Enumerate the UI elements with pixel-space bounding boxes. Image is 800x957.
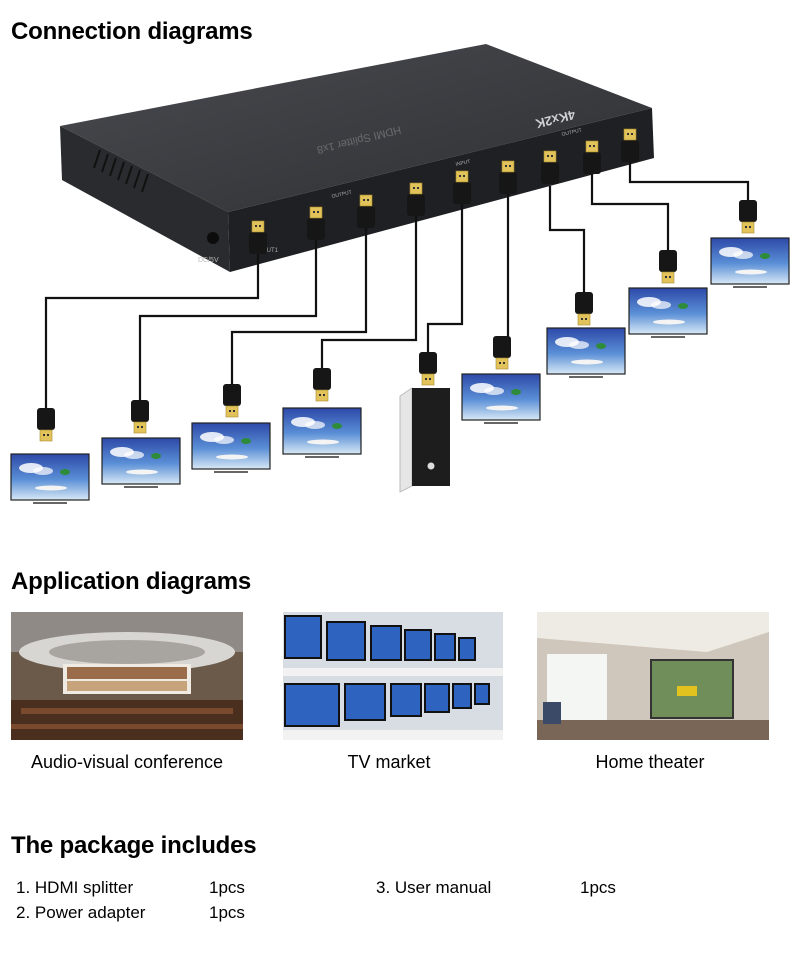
caption-conference: Audio-visual conference bbox=[30, 752, 224, 772]
output-group-label-left: OUTPUT bbox=[331, 189, 352, 199]
connection-diagrams-heading: Connection diagrams bbox=[11, 18, 253, 45]
application-diagrams-heading: Application diagrams bbox=[11, 568, 252, 595]
package-item-qty: 1pcs bbox=[580, 878, 616, 897]
tv-market-image bbox=[283, 612, 503, 740]
tv-display-4 bbox=[282, 407, 362, 459]
tv-display-1 bbox=[10, 453, 90, 505]
tv-display-5 bbox=[461, 373, 541, 425]
port-label: OUT1 bbox=[262, 248, 279, 254]
package-item-qty: 1pcs bbox=[209, 903, 245, 922]
hdmi-splitter-device: DC/5V 4Kx2K HDMI Splitter 1x8 OUTPUT INP… bbox=[60, 44, 654, 272]
caption-tv-market: TV market bbox=[347, 752, 431, 772]
tv-display-3 bbox=[191, 422, 271, 474]
package-item-name: 2. Power adapter bbox=[16, 903, 146, 922]
caption-home-theater: Home theater bbox=[595, 752, 705, 772]
tv-display-6 bbox=[546, 327, 626, 379]
power-jack-icon bbox=[207, 232, 219, 244]
package-item-qty: 1pcs bbox=[209, 878, 245, 897]
power-label: DC/5V bbox=[198, 257, 219, 264]
package-item-name: 3. User manual bbox=[376, 878, 492, 897]
tv-display-8 bbox=[710, 237, 790, 289]
tv-display-2 bbox=[101, 437, 181, 489]
package-includes-heading: The package includes bbox=[11, 832, 257, 859]
input-group-label: INPUT bbox=[455, 159, 471, 168]
connection-diagram: DC/5V 4Kx2K HDMI Splitter 1x8 OUTPUT INP… bbox=[10, 44, 790, 505]
package-item-name: 1. HDMI splitter bbox=[16, 878, 134, 897]
conference-room-image bbox=[11, 612, 243, 740]
home-theater-image bbox=[537, 612, 769, 740]
hdmi-cables bbox=[44, 162, 750, 408]
tv-display-7 bbox=[628, 287, 708, 339]
output-group-label-right: OUTPUT bbox=[561, 127, 582, 137]
pc-tower-icon bbox=[399, 387, 450, 493]
